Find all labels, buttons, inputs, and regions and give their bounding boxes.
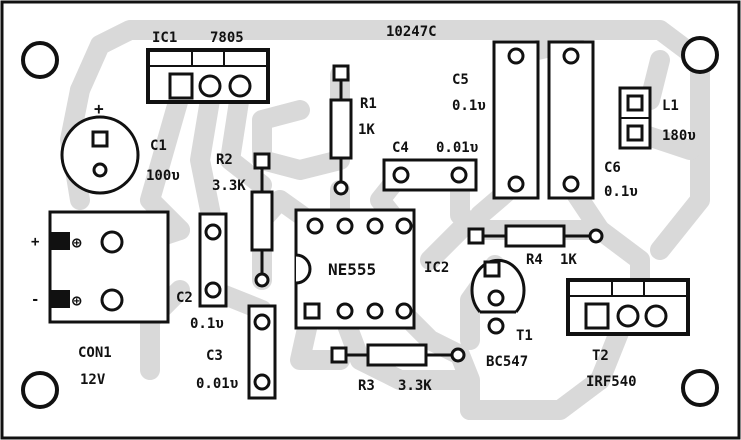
ic1-regulator: IC1 7805 bbox=[146, 30, 270, 104]
c1-ref-label: C1 bbox=[150, 138, 167, 154]
c3-value-label: 0.01υ bbox=[196, 376, 238, 392]
c2-ref-label: C2 bbox=[176, 290, 193, 306]
r4-value-label: 1K bbox=[560, 252, 577, 268]
t2-ref-label: T2 bbox=[592, 348, 609, 364]
r1-value-label: 1K bbox=[358, 122, 375, 138]
c3-ref-label: C3 bbox=[206, 348, 223, 364]
mounting-holes bbox=[21, 36, 719, 409]
c2-value-label: 0.1υ bbox=[190, 316, 224, 332]
t2-value-label: IRF540 bbox=[586, 374, 637, 390]
con1-negative-label: - bbox=[31, 292, 39, 308]
c1-polarity-label: + bbox=[94, 99, 104, 118]
con1-positive-label: + bbox=[31, 234, 39, 250]
mounting-hole-top-right bbox=[681, 36, 719, 74]
r3-resistor: R3 3.3K bbox=[330, 343, 466, 394]
mounting-hole-bottom-left bbox=[21, 371, 59, 409]
con1-ref-label: CON1 bbox=[78, 345, 112, 361]
c6-value-label: 0.1υ bbox=[604, 184, 638, 200]
r3-ref-label: R3 bbox=[358, 378, 375, 394]
c1-value-label: 100υ bbox=[146, 168, 180, 184]
r3-value-label: 3.3K bbox=[398, 378, 432, 394]
board-code-label: 10247C bbox=[386, 24, 437, 40]
c4-ref-label: C4 bbox=[392, 140, 409, 156]
r1-ref-label: R1 bbox=[360, 96, 377, 112]
c5-ref-label: C5 bbox=[452, 72, 469, 88]
c5-capacitor: C5 0.1υ bbox=[452, 40, 540, 200]
r2-value-label: 3.3K bbox=[212, 178, 246, 194]
c4-capacitor: C4 0.01υ bbox=[382, 140, 478, 192]
ic1-ref-label: IC1 bbox=[152, 30, 177, 46]
ic2-ne555: NE555 IC2 bbox=[294, 208, 449, 330]
c5-value-label: 0.1υ bbox=[452, 98, 486, 114]
t1-ref-label: T1 bbox=[516, 328, 533, 344]
c6-ref-label: C6 bbox=[604, 160, 621, 176]
t1-value-label: BC547 bbox=[486, 354, 528, 370]
r4-resistor: R4 1K bbox=[467, 224, 604, 268]
c6-capacitor: C6 0.1υ bbox=[547, 40, 638, 200]
t2-mosfet: T2 IRF540 bbox=[566, 278, 690, 390]
c3-capacitor: C3 0.01υ bbox=[196, 304, 277, 400]
con1-pin1-symbol: ⊕ bbox=[72, 233, 82, 252]
l1-ref-label: L1 bbox=[662, 98, 679, 114]
c1-capacitor: + C1 100υ bbox=[60, 99, 180, 195]
con1-pin2-symbol: ⊕ bbox=[72, 291, 82, 310]
r2-ref-label: R2 bbox=[216, 152, 233, 168]
l1-inductor: L1 180υ bbox=[618, 86, 696, 150]
r2-resistor: R2 3.3K bbox=[212, 152, 274, 288]
ic2-ref-label: IC2 bbox=[424, 260, 449, 276]
r1-resistor: R1 1K bbox=[329, 64, 377, 196]
con1-value-label: 12V bbox=[80, 372, 106, 388]
t1-transistor: T1 BC547 bbox=[470, 258, 533, 370]
mounting-hole-bottom-right bbox=[681, 369, 719, 407]
l1-value-label: 180υ bbox=[662, 128, 696, 144]
mounting-hole-top-left bbox=[21, 41, 59, 79]
ic1-value-label: 7805 bbox=[210, 30, 244, 46]
r4-ref-label: R4 bbox=[526, 252, 543, 268]
c4-value-label: 0.01υ bbox=[436, 140, 478, 156]
c2-capacitor: C2 0.1υ bbox=[176, 212, 228, 332]
con1-connector: ⊕ ⊕ + - CON1 12V bbox=[31, 210, 170, 388]
ic2-value-label: NE555 bbox=[328, 260, 376, 279]
